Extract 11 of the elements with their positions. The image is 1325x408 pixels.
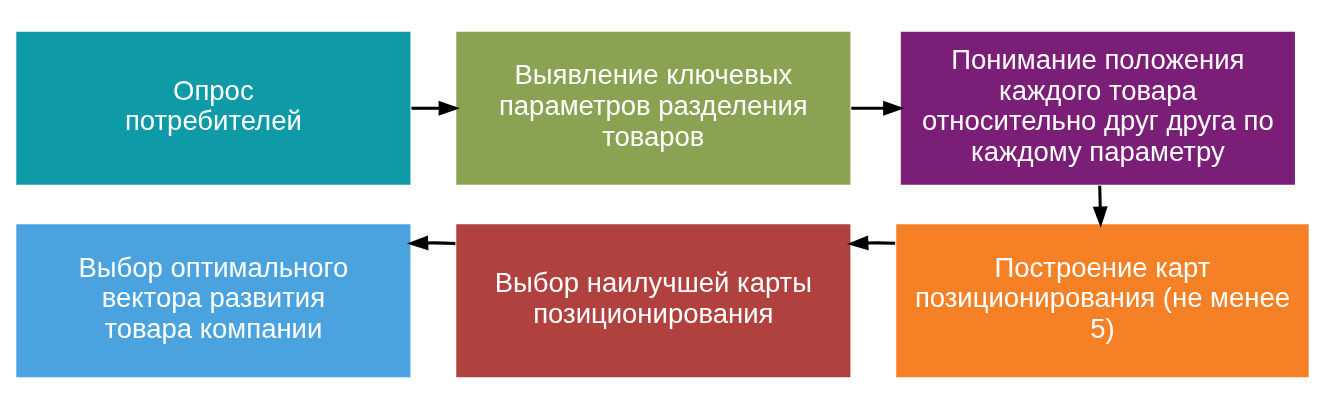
arrow — [406, 234, 456, 250]
node-box: Понимание положения каждого товара относительно друг друга по каждому параметру — [899, 29, 1297, 186]
node-box: Опрос потребителей — [14, 29, 412, 186]
node-box: Выявление ключевых параметров разделения товаров — [454, 29, 852, 186]
node-box: Выбор наилучшей карты позиционирования — [454, 222, 852, 379]
arrow — [411, 100, 460, 116]
node-box: Построение карт позиционирования (не менее 5) — [894, 222, 1311, 379]
arrow — [846, 234, 896, 250]
arrow — [1092, 185, 1108, 228]
arrow — [851, 100, 905, 116]
node-box: Выбор оптимального вектора развития товара компании — [14, 222, 412, 379]
